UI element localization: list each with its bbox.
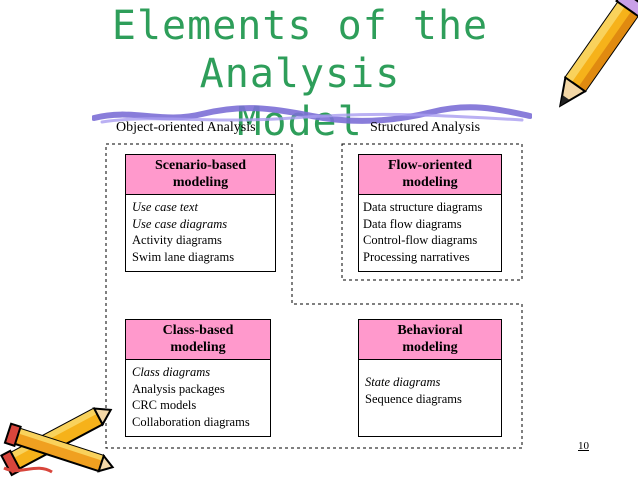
class-title-line2: modeling — [170, 340, 226, 355]
scenario-items: Use case text Use case diagrams Activity… — [126, 195, 275, 265]
list-item: Control-flow diagrams — [363, 233, 478, 247]
list-item: Collaboration diagrams — [132, 414, 250, 429]
behavioral-items: State diagrams Sequence diagrams — [359, 360, 501, 407]
flow-title-line1: Flow-oriented — [388, 158, 472, 173]
list-item: Sequence diagrams — [365, 391, 462, 406]
class-title-line1: Class-based — [162, 323, 234, 338]
behavioral-header: Behavioral modeling — [359, 320, 501, 360]
scenario-title-line2: modeling — [172, 175, 229, 190]
object-oriented-label: Object-oriented Analysis — [116, 120, 256, 135]
pencils-icon — [0, 407, 115, 477]
list-item: Class diagrams — [132, 365, 211, 379]
list-item: Activity diagrams — [132, 233, 222, 247]
scenario-title-line1: Scenario-based — [155, 158, 246, 173]
list-item: Processing narratives — [363, 249, 470, 264]
behavioral-title-line2: modeling — [402, 340, 458, 355]
slide-title: Elements of the Analysis Model — [60, 2, 540, 146]
page-number: 10 — [578, 440, 589, 452]
list-item: Use case text — [132, 200, 198, 214]
flow-items: Data structure diagrams Data flow diagra… — [359, 195, 501, 265]
class-based-box: Class-based modeling Class diagrams Anal… — [125, 319, 271, 437]
behavioral-box: Behavioral modeling State diagrams Seque… — [358, 319, 502, 437]
slide-title-line1: Elements of the Analysis — [111, 3, 489, 97]
scenario-based-box: Scenario-based modeling Use case text Us… — [125, 154, 276, 272]
list-item: CRC models — [132, 398, 197, 412]
flow-oriented-header: Flow-oriented modeling — [359, 155, 501, 195]
list-item: Data flow diagrams — [363, 216, 462, 231]
structured-analysis-label: Structured Analysis — [370, 120, 481, 135]
pencil-icon — [558, 0, 638, 108]
scenario-based-header: Scenario-based modeling — [126, 155, 275, 195]
list-item: Analysis packages — [132, 381, 225, 396]
class-items: Class diagrams Analysis packages CRC mod… — [126, 360, 270, 430]
flow-oriented-box: Flow-oriented modeling Data structure di… — [358, 154, 502, 272]
class-based-header: Class-based modeling — [126, 320, 270, 360]
flow-title-line2: modeling — [402, 175, 458, 190]
list-item: Data structure diagrams — [363, 200, 483, 214]
object-oriented-region — [105, 143, 523, 449]
structured-region — [341, 143, 523, 281]
swoosh-underline-icon — [92, 104, 532, 124]
list-item: State diagrams — [365, 375, 441, 389]
list-item: Use case diagrams — [132, 216, 228, 231]
list-item: Swim lane diagrams — [132, 249, 235, 264]
behavioral-title-line1: Behavioral — [397, 323, 463, 338]
